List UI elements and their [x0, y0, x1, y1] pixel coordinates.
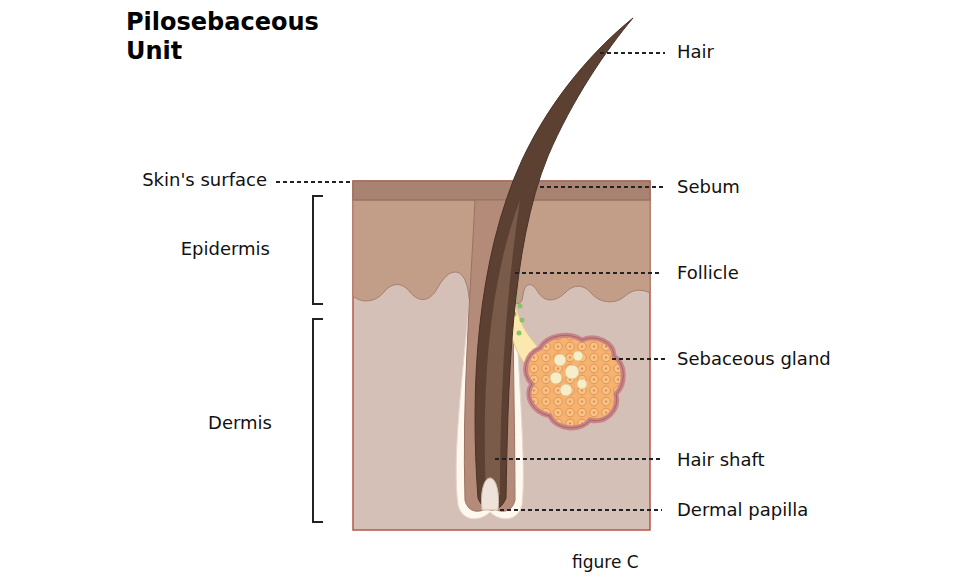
- part-label: Follicle: [677, 262, 739, 283]
- part-label: Hair shaft: [677, 449, 765, 470]
- part-label: Skin's surface: [142, 169, 267, 190]
- figure-caption: figure C: [572, 552, 639, 572]
- dermal-papilla: [481, 478, 498, 510]
- hair-core: [485, 200, 520, 495]
- part-label: Hair: [677, 41, 714, 62]
- part-label: Epidermis: [181, 238, 270, 259]
- diagram-title: Pilosebaceous Unit: [126, 8, 336, 66]
- part-label: Sebum: [677, 176, 740, 197]
- layer-brackets: [313, 196, 323, 522]
- sebaceous-gland: [526, 335, 624, 428]
- leader-lines: [276, 53, 665, 510]
- part-label: Dermis: [208, 412, 272, 433]
- skin-surface-band: [353, 181, 650, 200]
- part-label: Sebaceous gland: [677, 348, 831, 369]
- part-label: Dermal papilla: [677, 499, 808, 520]
- hair-strand: [475, 18, 633, 510]
